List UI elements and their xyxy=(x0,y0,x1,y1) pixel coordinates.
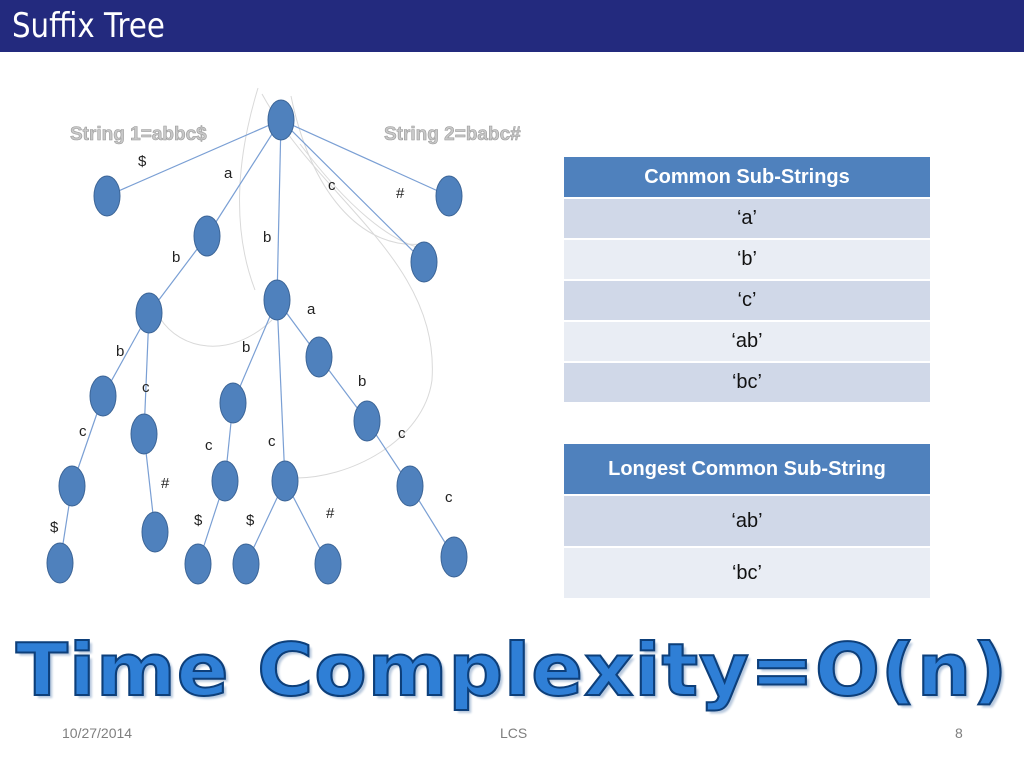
edge-label-n9-n11: c xyxy=(79,423,87,440)
tree-node-n1 xyxy=(93,175,121,217)
tree-labels: $ a b c # b b c c $ # a b c c $ $ # b c c xyxy=(50,153,453,536)
longest-substring-header: Longest Common Sub-String xyxy=(564,444,930,494)
time-complexity-heading: Time Complexity=O(n) xyxy=(15,627,1009,713)
table-row: ‘bc’ xyxy=(564,546,930,598)
common-substrings-header-row: Common Sub-Strings xyxy=(564,157,930,197)
tree-node-n5 xyxy=(435,175,463,217)
edge-label-n7-n19: b xyxy=(358,373,366,390)
tree-node-n9 xyxy=(89,375,117,417)
edge-label-n14-n18: # xyxy=(326,505,335,522)
edge-label-root-n2: a xyxy=(224,165,233,182)
tree-node-n13 xyxy=(141,511,169,553)
tree-node-n2 xyxy=(193,215,221,257)
common-substrings-cell: ‘bc’ xyxy=(564,361,930,402)
longest-substring-cell: ‘bc’ xyxy=(564,546,930,598)
string-2-label: String 2=babc# xyxy=(384,124,521,145)
guide-arc-4 xyxy=(299,143,421,249)
tree-node-n16 xyxy=(184,543,212,585)
tree-edge-root-n2 xyxy=(206,119,282,237)
guide-arc-3 xyxy=(159,317,273,347)
edge-label-n10-n13: # xyxy=(161,475,170,492)
tree-edge-root-n3 xyxy=(276,119,282,301)
tree-edge-root-n1 xyxy=(106,119,282,197)
edge-label-root-n1: $ xyxy=(138,153,147,170)
tree-node-n19 xyxy=(353,400,381,442)
guide-arc-1 xyxy=(261,93,433,479)
tree-node-n20 xyxy=(396,465,424,507)
edge-label-n6-n10: c xyxy=(142,379,150,396)
edge-label-n8-n15: c xyxy=(205,437,213,454)
tree-node-n4 xyxy=(410,241,438,283)
common-substrings-table: Common Sub-Strings‘a’‘b’‘c’‘ab’‘bc’ xyxy=(564,157,930,402)
slide-header: Suffix Tree xyxy=(0,0,1024,52)
table-row: ‘a’ xyxy=(564,197,930,238)
tree-edge-root-n5 xyxy=(280,119,450,197)
table-row: ‘bc’ xyxy=(564,361,930,402)
longest-substring-cell: ‘ab’ xyxy=(564,494,930,546)
edge-label-n2-n6: b xyxy=(172,249,180,266)
guide-arc-0 xyxy=(239,87,259,291)
guide-arc-2 xyxy=(290,95,423,245)
table-row: ‘b’ xyxy=(564,238,930,279)
footer-date: 10/27/2014 xyxy=(62,725,133,741)
footer-page-number: 8 xyxy=(955,725,963,741)
tree-node-n21 xyxy=(440,536,468,578)
edge-label-root-n3: b xyxy=(263,229,271,246)
tree-edge-n3-n14 xyxy=(276,299,286,482)
longest-substring-header-row: Longest Common Sub-String xyxy=(564,444,930,494)
table-row: ‘ab’ xyxy=(564,494,930,546)
edge-label-root-n5: # xyxy=(396,185,405,202)
edge-label-n6-n9: b xyxy=(116,343,124,360)
tree-node-n3 xyxy=(263,279,291,321)
slide-title: Suffix Tree xyxy=(12,6,165,46)
tree-edge-root-n4 xyxy=(280,119,425,263)
tree-node-n15 xyxy=(211,460,239,502)
footer-center-label: LCS xyxy=(500,725,528,741)
longest-common-substring-table: Longest Common Sub-String‘ab’‘bc’ xyxy=(564,444,930,598)
edge-label-n3-n14: c xyxy=(268,433,276,450)
tree-node-n7 xyxy=(305,336,333,378)
tree-node-n18 xyxy=(314,543,342,585)
table-row: ‘ab’ xyxy=(564,320,930,361)
edge-label-n20-n21: c xyxy=(445,489,453,506)
tree-node-n12 xyxy=(46,542,74,584)
tree-node-n10 xyxy=(130,413,158,455)
edge-label-n3-n8: b xyxy=(242,339,250,356)
tree-arcs xyxy=(159,87,433,479)
edge-label-root-n4: c xyxy=(328,177,336,194)
common-substrings-cell: ‘b’ xyxy=(564,238,930,279)
common-substrings-cell: ‘c’ xyxy=(564,279,930,320)
tree-node-n6 xyxy=(135,292,163,334)
tree-node-root xyxy=(267,99,295,141)
table-row: ‘c’ xyxy=(564,279,930,320)
tree-nodes xyxy=(46,99,468,585)
common-substrings-header: Common Sub-Strings xyxy=(564,157,930,197)
edge-label-n14-n17: $ xyxy=(246,512,255,529)
common-substrings-cell: ‘ab’ xyxy=(564,320,930,361)
edge-label-n15-n16: $ xyxy=(194,512,203,529)
string-1-label: String 1=abbc$ xyxy=(70,124,207,145)
tree-node-n8 xyxy=(219,382,247,424)
edge-label-n3-n7: a xyxy=(307,301,316,318)
edge-label-n19-n20: c xyxy=(398,425,406,442)
tree-node-n17 xyxy=(232,543,260,585)
tree-node-n14 xyxy=(271,460,299,502)
tree-edges xyxy=(59,119,455,565)
edge-label-n11-n12: $ xyxy=(50,519,59,536)
tree-node-n11 xyxy=(58,465,86,507)
common-substrings-cell: ‘a’ xyxy=(564,197,930,238)
